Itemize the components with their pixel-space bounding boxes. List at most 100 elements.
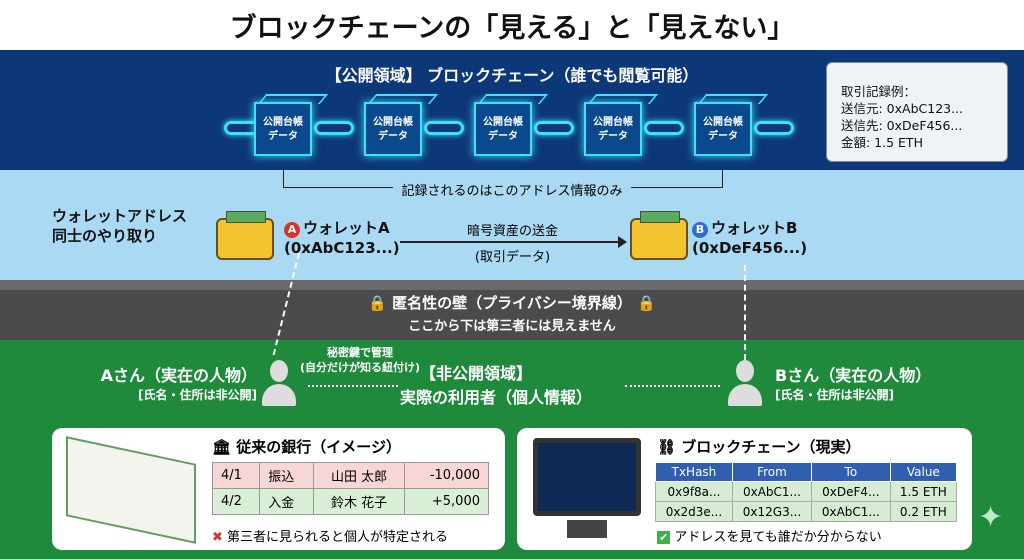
ledger-block: 公開台帳データ: [474, 102, 532, 156]
passbook-icon: [66, 436, 196, 544]
block-line: データ: [268, 131, 298, 142]
transfer-label: 暗号資産の送金: [466, 224, 558, 239]
cell: 0xAbC1...: [731, 481, 813, 502]
bank-icon: 🏛: [212, 438, 232, 456]
block-line: 公開台帳: [483, 117, 523, 128]
ledger-block: 公開台帳データ: [694, 102, 752, 156]
blockchain-title-text: ブロックチェーン（現実）: [681, 438, 861, 456]
person-a-name: Aさん（実在の人物）: [100, 366, 257, 385]
anonymity-wall: 🔒 匿名性の壁（プライバシー境界線） 🔒 ここから下は第三者には見えません: [0, 280, 1024, 340]
bank-warning: ✖ 第三者に見られると個人が特定される: [212, 526, 448, 545]
transfer-sub: (取引データ): [474, 250, 551, 265]
cross-icon: ✖: [212, 530, 223, 545]
person-a-icon: [262, 360, 296, 406]
ledger-block: 公開台帳データ: [254, 102, 312, 156]
monitor-icon: [533, 438, 641, 516]
header: From: [731, 462, 813, 482]
page-title: ブロックチェーンの「見える」と「見えない」: [229, 13, 795, 44]
transaction-note: 取引記録例： 送信元: 0xAbC123... 送信先: 0xDeF456...…: [826, 62, 1008, 162]
block-line: 公開台帳: [593, 117, 633, 128]
ok-text: アドレスを見ても誰だか分からない: [674, 530, 882, 545]
block-line: データ: [378, 131, 408, 142]
badge-a: A: [284, 222, 300, 238]
monitor-stand: [567, 520, 607, 538]
blockchain-title: ⛓ ブロックチェーン（現実）: [657, 436, 861, 457]
bank-title: 🏛 従来の銀行（イメージ）: [212, 436, 401, 457]
cell: 1.5 ETH: [889, 481, 958, 502]
wall-title: 匿名性の壁（プライバシー境界線）: [392, 294, 632, 312]
cell: +5,000: [404, 488, 489, 515]
block-line: 公開台帳: [373, 117, 413, 128]
cell: 0x9f8a...: [655, 481, 733, 502]
cell: 0xAbC1...: [811, 501, 891, 522]
cell: 山田 太郎: [312, 462, 406, 489]
cell: 4/2: [211, 488, 261, 515]
link-dashed-line: [744, 265, 746, 360]
label-line: 同士のやり取り: [52, 227, 158, 245]
ledger-block: 公開台帳データ: [364, 102, 422, 156]
cell: 鈴木 花子: [312, 488, 406, 515]
bracket-label: 記録されるのはこのアドレス情報のみ: [393, 184, 631, 199]
person-a-label: Aさん（実在の人物） [氏名・住所は非公開]: [95, 362, 257, 403]
person-b-note: [氏名・住所は非公開]: [775, 388, 894, 402]
header: To: [811, 462, 891, 482]
cell: 0x12G3...: [731, 501, 813, 522]
person-b-icon: [728, 360, 762, 406]
wallet-b-name: ウォレットB: [711, 219, 798, 237]
chain-link: [314, 121, 354, 135]
sparkle-icon: ✦: [978, 500, 1004, 535]
key-line: 秘密鍵で管理: [327, 346, 394, 359]
person-a-note: [氏名・住所は非公開]: [138, 388, 257, 402]
note-title: 取引記録例：: [841, 84, 917, 99]
table-row: 0x2d3e...0x12G3...0xAbC1...0.2 ETH: [655, 501, 958, 522]
key-line: (自分だけが知る紐付け): [300, 361, 421, 374]
chain-link-icon: ⛓: [657, 438, 677, 456]
person-b-name: Bさん（実在の人物）: [775, 366, 932, 385]
chain-link: [754, 121, 794, 135]
warning-text: 第三者に見られると個人が特定される: [227, 530, 449, 545]
private-subheading: 実際の利用者（個人情報）: [400, 388, 593, 407]
wall-subtitle: ここから下は第三者には見えません: [408, 319, 616, 334]
private-key-note: 秘密鍵で管理 (自分だけが知る紐付け): [300, 345, 420, 375]
block-line: 公開台帳: [703, 117, 743, 128]
block-line: データ: [708, 131, 738, 142]
cell: 4/1: [211, 462, 261, 489]
cell: 0xDeF4...: [811, 481, 891, 502]
header: Value: [889, 462, 958, 482]
chain-link: [534, 121, 574, 135]
cell: 0.2 ETH: [889, 501, 958, 522]
wallet-a-name: ウォレットA: [303, 219, 390, 237]
lock-icon: 🔒: [637, 294, 656, 312]
ledger-block: 公開台帳データ: [584, 102, 642, 156]
wallet-a-address: (0xAbC123...): [284, 239, 400, 257]
transfer-arrow: [400, 241, 622, 243]
table-row: 0x9f8a...0xAbC1...0xDeF4...1.5 ETH: [655, 481, 958, 502]
cell: 振込: [259, 462, 314, 489]
header: TxHash: [655, 462, 733, 482]
note-from: 送信元: 0xAbC123...: [841, 101, 964, 116]
bank-title-text: 従来の銀行（イメージ）: [236, 438, 401, 456]
blockchain-ok: ✔ アドレスを見ても誰だか分からない: [657, 526, 882, 545]
cell: -10,000: [404, 462, 489, 489]
lock-icon: 🔒: [368, 294, 387, 312]
wallet-exchange-label: ウォレットアドレス 同士のやり取り: [52, 206, 187, 246]
block-line: 公開台帳: [263, 117, 303, 128]
wallet-icon: [630, 211, 688, 260]
cell: 0x2d3e...: [655, 501, 733, 522]
note-amount: 金額: 1.5 ETH: [841, 135, 923, 150]
badge-b: B: [692, 222, 708, 238]
arrow-head-icon: [618, 236, 627, 248]
block-line: データ: [488, 131, 518, 142]
chain-link: [424, 121, 464, 135]
wallet-icon: [216, 211, 274, 260]
block-line: データ: [598, 131, 628, 142]
